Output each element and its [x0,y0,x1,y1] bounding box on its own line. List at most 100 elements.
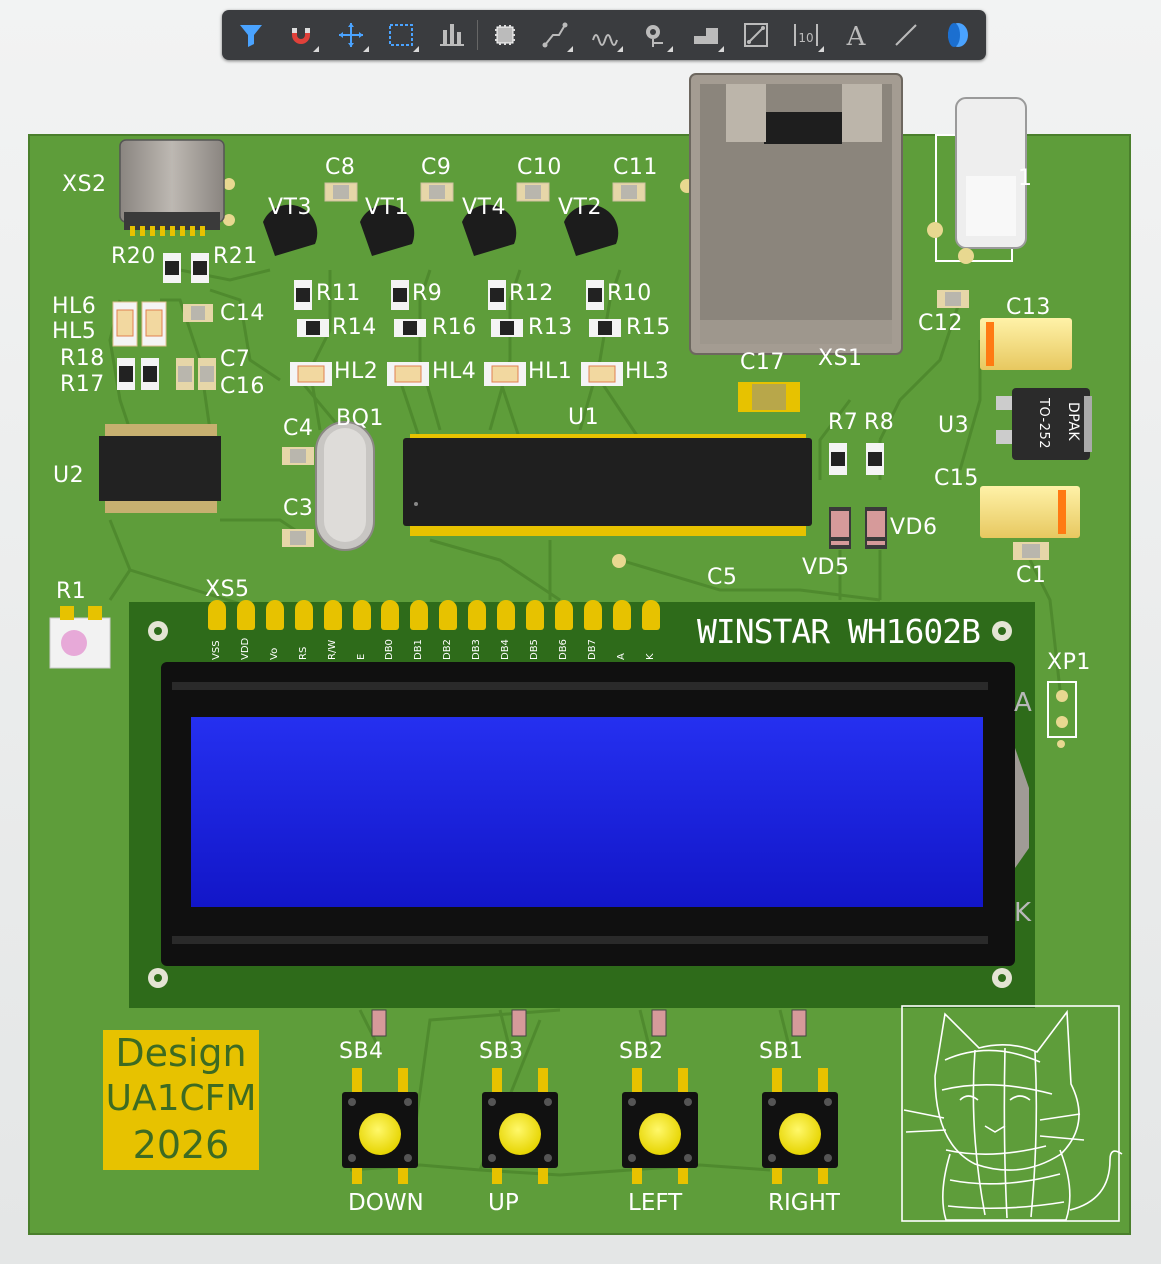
align-tool-button[interactable] [431,14,473,56]
regulator-u3[interactable] [996,388,1092,460]
refdes-r18: R18 [60,346,105,371]
lcd-pin-pad [352,600,371,630]
ic-u2[interactable] [99,424,221,513]
route-tool-button[interactable] [534,14,576,56]
region-tool-button[interactable] [735,14,777,56]
button-sb4[interactable] [342,1009,418,1184]
cat-wireframe-art [901,1005,1123,1222]
move-tool-button[interactable] [330,14,372,56]
svg-text:10: 10 [798,31,813,45]
lcd-pin-pad [641,600,660,630]
lcd-pin-pad [612,600,631,630]
line-icon [895,24,918,46]
smd-resistors [117,253,884,475]
header-xp1[interactable] [1047,681,1077,738]
button-sb1[interactable] [762,1009,838,1184]
refdes-c11: C11 [613,155,658,180]
component-tool-button[interactable] [484,14,526,56]
lcd-pin-pad [439,600,458,630]
lcd-pin-pad [497,600,515,630]
refdes-x1: 1 [1018,166,1033,191]
refdes-c8: C8 [325,155,356,180]
refdes-r12: R12 [509,281,554,306]
3d-body-tool-button[interactable] [936,14,978,56]
polygon-tool-button[interactable] [685,14,727,56]
text-tool-button[interactable]: A [835,14,877,56]
lcd-pin-pad [265,600,284,630]
button-sb3[interactable] [482,1009,558,1184]
refdes-r17: R17 [60,372,105,397]
refdes-c12: C12 [918,311,963,336]
dimension-tool-button[interactable]: 10 [785,14,827,56]
lcd-pin-pad [525,600,544,630]
usb-c-connector-xs2[interactable] [119,139,225,236]
refdes-hl2: HL2 [334,359,379,384]
magnet-tool-button[interactable] [280,14,322,56]
lcd-pin-pad [236,600,255,630]
select-box-tool-button[interactable] [381,14,423,56]
dropdown-indicator-icon[interactable] [667,46,674,52]
dropdown-indicator-icon[interactable] [717,46,724,52]
lcd-pin-label: Vo [268,647,280,660]
dropdown-indicator-icon[interactable] [817,46,824,52]
lcd-module[interactable] [129,602,1035,1008]
lcd-pin-pad [208,600,226,630]
dropdown-indicator-icon[interactable] [413,46,420,52]
dropdown-indicator-icon[interactable] [617,46,624,52]
lcd-screen [191,717,983,907]
refdes-u2: U2 [53,463,85,488]
component-icon [494,25,515,45]
refdes-r10: R10 [607,281,652,306]
lcd-pin-label: A [615,653,627,660]
refdes-vt3: VT3 [268,195,312,220]
tactile-buttons [342,1009,838,1184]
interactive-length-tool-button[interactable] [584,14,626,56]
refdes-hl6: HL6 [52,294,97,319]
lcd-pin-label: VDD [239,637,251,660]
move-icon [339,23,364,47]
dropdown-indicator-icon[interactable] [566,46,573,52]
button-label-down: DOWN [348,1190,424,1216]
copper-traces [108,268,1062,1177]
transistors-to92 [263,204,619,256]
refdes-vt2: VT2 [558,195,602,220]
svg-text:A: A [846,22,867,50]
logo-line-1: Design [115,1031,247,1075]
lcd-pin-pad [323,600,342,630]
refdes-r1: R1 [56,579,87,604]
via-tool-button[interactable] [635,14,677,56]
ic-u1[interactable] [403,434,812,536]
refdes-c3: C3 [283,496,314,521]
button-label-up: UP [488,1190,519,1216]
logo-line-3: 2026 [132,1123,230,1167]
refdes-r8: R8 [864,410,895,435]
trimmer-r1[interactable] [49,606,111,669]
line-tool-button[interactable] [886,14,928,56]
refdes-c14: C14 [220,301,265,326]
select-box-icon [389,24,414,46]
route-icon [542,22,568,48]
refdes-hl5: HL5 [52,319,97,344]
rj45-connector-xs1[interactable] [689,73,903,355]
refdes-c9: C9 [421,155,452,180]
power-jack[interactable] [927,97,1027,264]
refdes-r15: R15 [626,315,671,340]
refdes-u1: U1 [568,405,600,430]
interactive-length-icon [592,34,619,46]
refdes-c10: C10 [517,155,562,180]
crystal-bq1[interactable] [315,421,375,551]
active-bar-toolbar: 10 A [222,10,986,60]
button-label-left: LEFT [628,1190,683,1216]
filter-tool-button[interactable] [230,14,272,56]
refdes-sb4: SB4 [339,1039,384,1064]
refdes-r21: R21 [213,244,258,269]
dropdown-indicator-icon[interactable] [312,46,319,52]
refdes-hl1: HL1 [528,359,573,384]
text-icon: A [846,22,867,50]
button-sb2[interactable] [622,1009,698,1184]
refdes-r20: R20 [111,244,156,269]
refdes-xs1: XS1 [818,346,863,371]
dropdown-indicator-icon[interactable] [363,46,370,52]
